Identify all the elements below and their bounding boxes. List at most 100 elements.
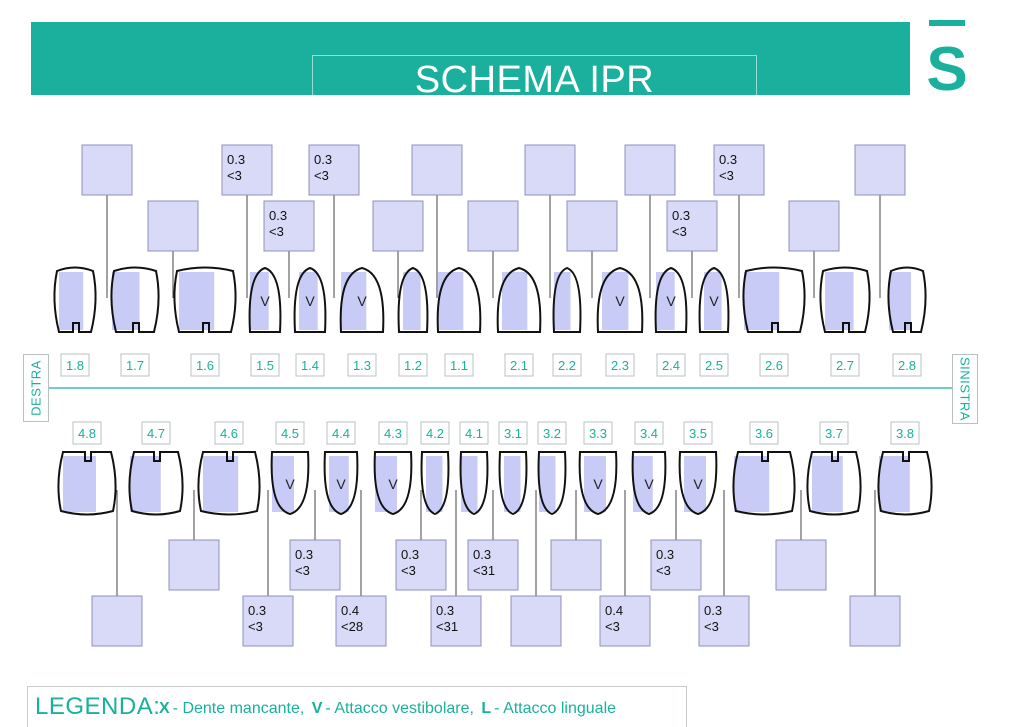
tooth-highlight [63, 456, 96, 512]
tooth-number: 2.8 [898, 358, 916, 373]
tooth-outline [323, 451, 359, 516]
tooth-number: 2.1 [510, 358, 528, 373]
tooth-number: 1.6 [196, 358, 214, 373]
tooth-outline [819, 266, 871, 333]
ipr-box-frame [372, 200, 424, 252]
upper-ipr-box: 0.3<3 [221, 144, 273, 298]
ipr-box-frame [91, 595, 143, 647]
legend-items: X- Dente mancante, V- Attacco vestibolar… [156, 700, 616, 718]
ipr-box-frame [650, 539, 702, 591]
tooth-outline [128, 451, 184, 516]
upper-tooth-number: 1.8 [60, 353, 90, 377]
lower-tooth-number: 3.3 [583, 421, 613, 445]
tooth-highlight [438, 272, 464, 330]
tooth-number: 1.1 [450, 358, 468, 373]
ipr-box-frame [624, 144, 676, 196]
lower-ipr-box [510, 490, 562, 647]
tooth-mark: V [666, 293, 676, 309]
tooth-outline [53, 266, 97, 333]
ipr-box-frame [467, 539, 519, 591]
side-label-left-patient: SINISTRA [952, 354, 978, 424]
tooth-outline [631, 451, 667, 516]
tooth-number-box [890, 421, 920, 445]
lower-tooth-number: 4.8 [72, 421, 102, 445]
tooth-number-box [214, 421, 244, 445]
upper-ipr-box: 0.3<3 [263, 200, 315, 298]
tooth-mark: V [693, 476, 703, 492]
tooth-outline [110, 266, 160, 333]
lower-tooth [806, 451, 862, 516]
tooth-mark: V [615, 293, 625, 309]
tooth-number-box [759, 353, 789, 377]
upper-tooth-number: 1.5 [250, 353, 280, 377]
legend-title: LEGENDA: [35, 693, 161, 720]
ipr-amount: 0.3 [248, 603, 266, 618]
tooth-number: 4.6 [220, 426, 238, 441]
side-label-right-patient: DESTRA [23, 354, 49, 422]
lower-ipr-box [168, 490, 220, 591]
ipr-limit: <3 [269, 224, 284, 239]
tooth-outline [293, 266, 327, 333]
ipr-limit: <3 [672, 224, 687, 239]
tooth-number: 3.5 [689, 426, 707, 441]
ipr-box-frame [550, 539, 602, 591]
tooth-number: 3.4 [640, 426, 658, 441]
lower-tooth [57, 451, 117, 516]
upper-ipr-box [788, 200, 840, 298]
ipr-amount: 0.3 [473, 547, 491, 562]
upper-ipr-box [411, 144, 463, 298]
tooth-number-box [537, 421, 567, 445]
tooth-number-box [605, 353, 635, 377]
tooth-number: 4.2 [426, 426, 444, 441]
tooth-outline [496, 266, 542, 333]
header-banner: SCHEMA IPR (STRIPPING) [31, 22, 910, 149]
tooth-highlight [879, 456, 910, 512]
tooth-outline [339, 266, 385, 333]
ipr-box-frame [430, 595, 482, 647]
tooth-number-box [326, 421, 356, 445]
tooth-outline [270, 451, 310, 516]
tooth-number: 1.2 [404, 358, 422, 373]
tooth-number-box [72, 421, 102, 445]
ipr-box-frame [467, 200, 519, 252]
lower-ipr-box: 0.3<3 [242, 490, 294, 647]
ipr-limit: <3 [605, 619, 620, 634]
tooth-number: 3.7 [825, 426, 843, 441]
tooth-number-box [378, 421, 408, 445]
ipr-box-frame [788, 200, 840, 252]
upper-tooth [887, 266, 927, 333]
tooth-outline [397, 266, 429, 333]
tooth-highlight [329, 456, 349, 512]
tooth-outline [420, 451, 450, 516]
tooth-number-box [830, 353, 860, 377]
ipr-box-frame [510, 595, 562, 647]
upper-tooth [819, 266, 871, 333]
upper-tooth-number: 2.3 [605, 353, 635, 377]
tooth-number: 3.6 [755, 426, 773, 441]
lower-ipr-box: 0.3<3 [650, 490, 702, 591]
ipr-box-frame [524, 144, 576, 196]
lower-tooth: V [323, 451, 359, 516]
tooth-number-box [398, 353, 428, 377]
tooth-outline [197, 451, 261, 516]
tooth-number-box [819, 421, 849, 445]
tooth-number-box [504, 353, 534, 377]
tooth-outline [248, 266, 282, 333]
tooth-number: 1.4 [301, 358, 319, 373]
tooth-highlight [299, 272, 318, 330]
tooth-highlight [812, 456, 843, 512]
tooth-highlight [179, 272, 215, 330]
tooth-number: 3.8 [896, 426, 914, 441]
tooth-number: 4.1 [465, 426, 483, 441]
upper-ipr-box [372, 200, 424, 298]
lower-tooth-number: 3.6 [749, 421, 779, 445]
lower-tooth [732, 451, 796, 516]
tooth-outline [57, 451, 117, 516]
ipr-amount: 0.3 [719, 152, 737, 167]
tooth-outline [732, 451, 796, 516]
lower-tooth-number: 4.7 [141, 421, 171, 445]
tooth-number: 2.4 [662, 358, 680, 373]
upper-tooth: V [293, 266, 327, 333]
upper-ipr-box [624, 144, 676, 298]
upper-tooth-number: 2.6 [759, 353, 789, 377]
